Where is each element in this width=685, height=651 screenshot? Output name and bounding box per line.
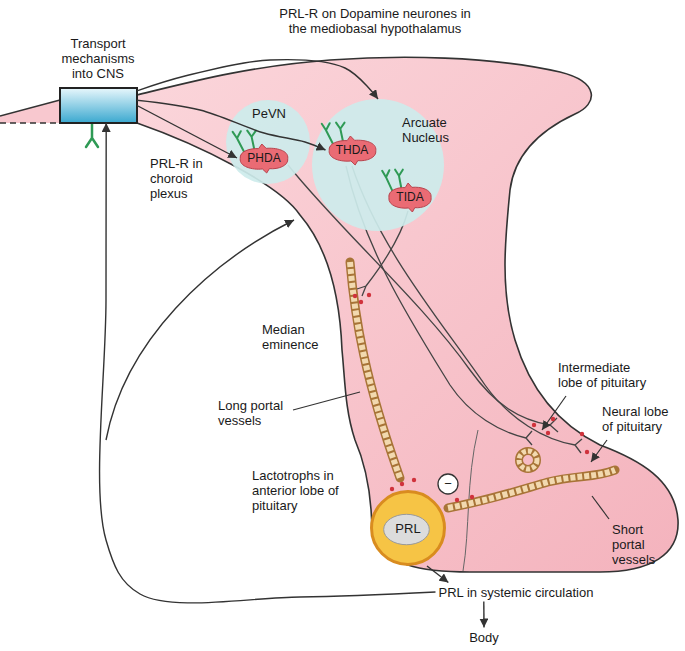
leader-line (293, 392, 360, 410)
neuron-body (240, 144, 288, 173)
box-shape (60, 88, 137, 123)
label-holder: PRL-R on Dopamine neurones in the mediob… (279, 6, 471, 36)
tissue-wedge (0, 100, 60, 123)
label-holder: Lactotrophs in anterior lobe of pituitar… (252, 468, 346, 513)
region-label: Neural lobe of pituitary (602, 404, 678, 434)
dopamine-dot (455, 498, 459, 502)
axon-terminal (575, 439, 582, 453)
nucleus-region: PeVN PHDA (226, 100, 310, 184)
tissue-outline (0, 100, 60, 116)
dopamine-dot (580, 432, 584, 436)
node-text: PeVN (252, 106, 286, 121)
node-text: PRL in systemic circulation (439, 585, 594, 600)
hypothalamus-pituitary-outline (137, 57, 678, 572)
dopamine-neuron: PHDA (237, 144, 291, 173)
nucleus-region: Arcuate NucleusTHDATIDA (312, 99, 444, 231)
lactotroph-cell: PRL (370, 490, 446, 566)
node-text: THDA (336, 143, 369, 158)
receptor-symbol (86, 123, 98, 147)
cell-nucleus (384, 514, 430, 544)
connector-arrow (137, 60, 378, 99)
neuron-body (329, 136, 376, 165)
node-text: Arcuate Nucleus (402, 115, 464, 145)
dopamine-dot (412, 478, 416, 482)
vessel-label: Short portal vessels (612, 522, 672, 567)
ventricle-dashed-line (0, 122, 60, 124)
region-label: Median eminence (262, 322, 330, 352)
dopamine-dot (367, 293, 371, 297)
label-holder: − (441, 476, 455, 491)
inhibition-circle (438, 474, 458, 494)
connector-arrow (137, 106, 237, 159)
dopamine-dot (585, 450, 589, 454)
cell-label: Lactotrophs in anterior lobe of pituitar… (252, 468, 346, 513)
dopamine-neuron: THDA (326, 136, 379, 165)
vessel-loop (519, 451, 537, 469)
node-text: PRL (395, 521, 420, 536)
label-holder: Neural lobe of pituitary (602, 404, 678, 434)
neuron-body (389, 183, 431, 212)
long-portal-vessel (350, 262, 400, 478)
dopamine-dot (532, 423, 536, 427)
transport-box: Transport mechanisms into CNSPRL-R in ch… (60, 88, 137, 123)
region-label: Intermediate lobe of pituitary (558, 360, 656, 390)
node-text: TIDA (396, 190, 423, 205)
dopamine-dot (546, 431, 550, 435)
connector-arrow (483, 602, 485, 628)
node-text: Transport mechanisms into CNS (52, 36, 144, 81)
inhibition-sign: − (441, 476, 455, 491)
circulation-text: PRL in systemic circulation (436, 583, 597, 602)
short-portal-vessel-beads (448, 470, 615, 508)
cell-body (372, 492, 445, 565)
label-holder: Median eminence (262, 322, 330, 352)
node-text: PHDA (247, 151, 280, 166)
connector-arrow (427, 566, 448, 583)
node-text: Body (469, 630, 499, 645)
leader-arrow (542, 396, 566, 430)
dopamine-dot (470, 495, 474, 499)
node-text: PRL-R in choroid plexus (150, 156, 228, 201)
dopamine-dots (353, 293, 589, 502)
body-text: Body (466, 628, 502, 647)
figure-heading: PRL-R on Dopamine neurones in the mediob… (279, 6, 471, 36)
axon-terminal (357, 286, 366, 296)
vessel-label: Long portal vessels (218, 398, 298, 428)
choroid-plexus-box (60, 88, 137, 123)
short-portal-vessel (448, 470, 615, 508)
dopamine-dot (400, 482, 404, 486)
label-holder: Long portal vessels (218, 398, 298, 428)
vessel-loop-beads (519, 451, 537, 469)
dopamine-dot (390, 487, 394, 491)
dopamine-neuron: TIDA (386, 183, 434, 212)
label-holder: Intermediate lobe of pituitary (558, 360, 656, 390)
long-portal-vessel-beads (350, 262, 400, 478)
dopamine-dot (353, 294, 357, 298)
leader-arrow (591, 440, 607, 462)
dopamine-dot (359, 300, 363, 304)
axon-terminal (526, 431, 532, 445)
leader-line (592, 496, 609, 519)
nucleus-circle (226, 100, 310, 184)
label-holder: Short portal vessels (612, 522, 672, 567)
